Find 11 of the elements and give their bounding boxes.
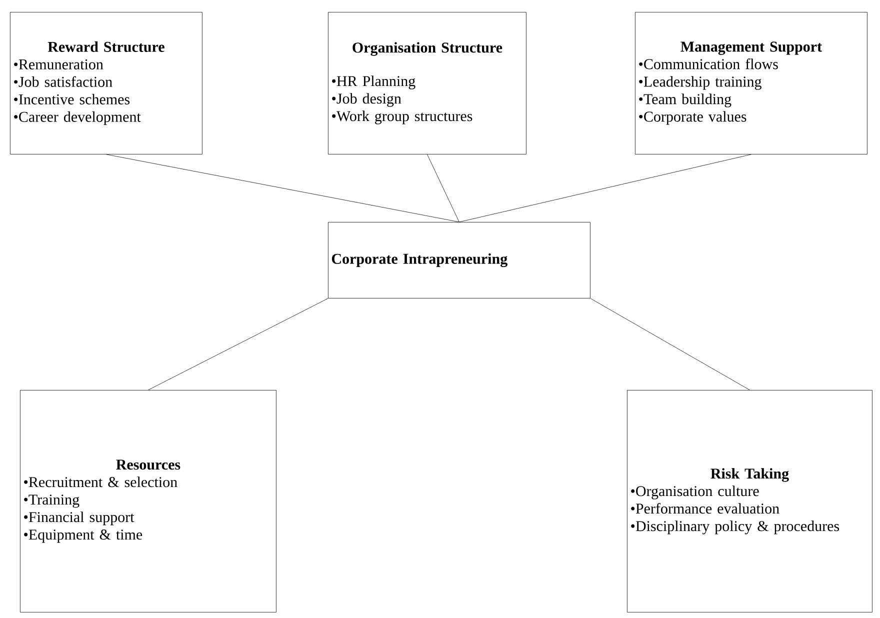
connector-line	[590, 298, 750, 390]
category-box: Management Support •Communication flows •Leadership training •Team building •Corporate values	[635, 12, 868, 154]
center-box: Corporate Intrapreneuring	[328, 222, 590, 298]
connector-line	[106, 154, 460, 222]
category-box: Organisation Structure •HR Planning •Job design •Work group structures	[328, 12, 526, 154]
category-box: Risk Taking •Organisation culture •Performance evaluation •Disciplinary policy & procedures	[627, 390, 872, 612]
connector-line	[148, 298, 328, 390]
connector-line	[427, 154, 460, 222]
category-box: Resources •Recruitment & selection •Training •Financial support •Equipment & time	[20, 390, 276, 612]
category-box: Reward Structure •Remuneration •Job satisfaction •Incentive schemes •Career development	[10, 12, 202, 154]
connector-line	[459, 154, 752, 222]
